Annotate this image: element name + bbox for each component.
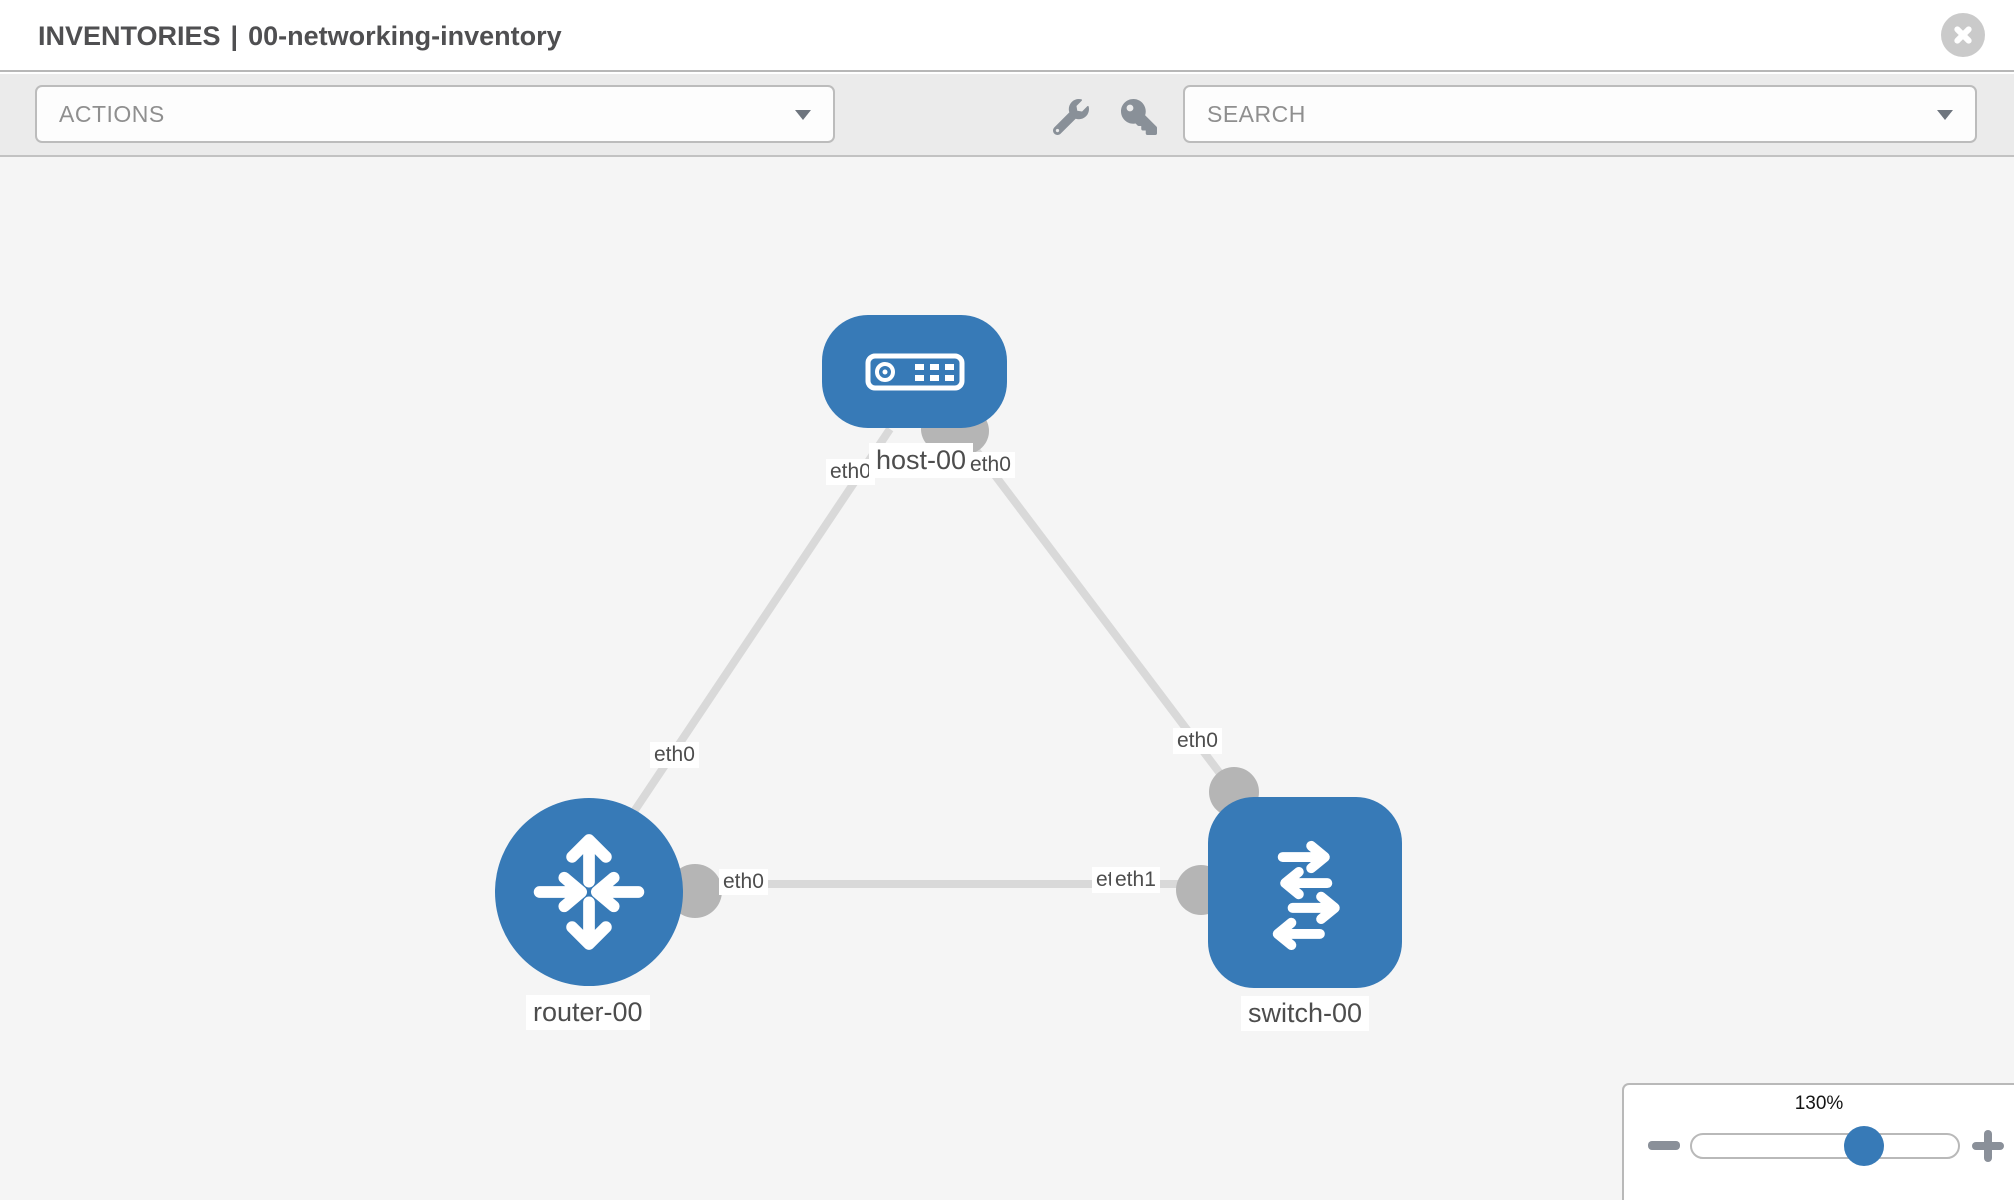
plus-icon — [1984, 1130, 1992, 1162]
interface-label: eth0 — [719, 869, 768, 895]
title-separator: | — [230, 21, 239, 51]
interface-label: eth0 — [966, 452, 1015, 478]
close-button[interactable] — [1941, 13, 1985, 57]
host-icon — [865, 353, 964, 390]
chevron-down-icon — [795, 110, 811, 120]
interface-label: eth0 — [826, 459, 875, 485]
header: INVENTORIES | 00-networking-inventory — [0, 0, 2014, 72]
switch-icon — [1272, 840, 1340, 950]
search-dropdown[interactable]: SEARCH — [1183, 85, 1977, 143]
zoom-slider-handle[interactable] — [1844, 1126, 1884, 1166]
zoom-level-value: 130% — [1794, 1093, 1844, 1114]
interface-label: eth0 — [650, 742, 699, 768]
node-label-router: router-00 — [526, 995, 650, 1030]
search-dropdown-label: SEARCH — [1207, 101, 1306, 127]
zoom-slider[interactable] — [1690, 1126, 1960, 1166]
interface-label: eth1 — [1111, 867, 1160, 893]
actions-dropdown[interactable]: ACTIONS — [35, 85, 835, 143]
zoom-out-button[interactable] — [1648, 1141, 1680, 1150]
topology-canvas[interactable]: eth0 host-00 eth0 eth0 eth0 eth0 eth0 et… — [0, 157, 2014, 1200]
chevron-down-icon — [1937, 110, 1953, 120]
zoom-panel: 130% — [1622, 1083, 2014, 1200]
actions-dropdown-label: ACTIONS — [59, 101, 165, 127]
node-switch-00[interactable] — [1208, 797, 1402, 988]
zoom-in-button[interactable] — [1972, 1130, 2004, 1162]
node-label-switch: switch-00 — [1241, 996, 1370, 1031]
interface-label: eth0 — [1173, 728, 1222, 754]
node-host-00[interactable] — [822, 315, 1007, 428]
node-router-00[interactable] — [495, 798, 683, 986]
wrench-icon — [1052, 98, 1089, 135]
key-icon — [1121, 98, 1157, 135]
node-label-host: host-00 — [869, 443, 974, 478]
topology-links-layer — [621, 406, 1259, 918]
router-icon — [533, 834, 645, 950]
title-section: INVENTORIES — [38, 21, 221, 51]
credentials-button[interactable] — [1117, 96, 1161, 140]
title-inventory-name: 00-networking-inventory — [248, 21, 562, 51]
configure-button[interactable] — [1049, 96, 1093, 140]
page-title: INVENTORIES | 00-networking-inventory — [38, 0, 562, 72]
